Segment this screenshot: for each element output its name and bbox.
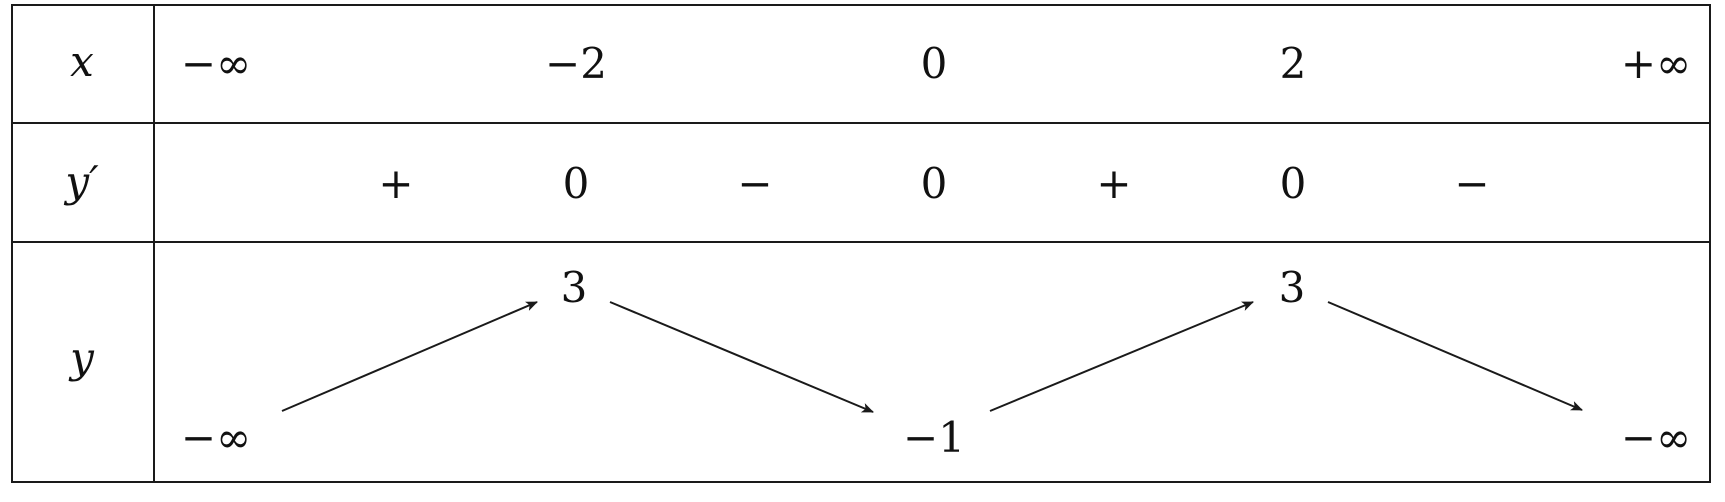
derivative-sign: + (378, 159, 414, 208)
arrow-increasing (989, 301, 1254, 412)
y-limit-right: −∞ (1620, 413, 1692, 462)
y-local-min: −1 (903, 413, 965, 462)
table-border-bottom (11, 481, 1711, 483)
arrow-decreasing (609, 301, 874, 413)
x-value: 2 (1279, 39, 1307, 88)
derivative-zero: 0 (562, 159, 590, 208)
x-value: −∞ (180, 39, 252, 88)
derivative-zero: 0 (1279, 159, 1307, 208)
arrow-decreasing (1327, 301, 1583, 411)
y-limit-left: −∞ (180, 413, 252, 462)
x-value: −2 (545, 39, 607, 88)
row-divider-2 (11, 241, 1711, 243)
table-border-right (1709, 4, 1711, 483)
label-column-divider (153, 4, 155, 483)
row-label-x: x (70, 37, 94, 86)
table-border-left (11, 4, 13, 483)
x-value: 0 (920, 39, 948, 88)
derivative-sign: − (737, 159, 773, 208)
row-label-y: y (70, 333, 94, 382)
row-divider-1 (11, 122, 1711, 124)
derivative-sign: + (1096, 159, 1132, 208)
derivative-sign: − (1454, 159, 1490, 208)
y-local-max: 3 (560, 263, 588, 312)
derivative-zero: 0 (920, 159, 948, 208)
table-border-top (11, 4, 1711, 6)
x-value: +∞ (1620, 39, 1692, 88)
arrow-increasing (281, 301, 538, 412)
row-label-y-prime: y′ (65, 157, 99, 206)
y-local-max: 3 (1278, 263, 1306, 312)
